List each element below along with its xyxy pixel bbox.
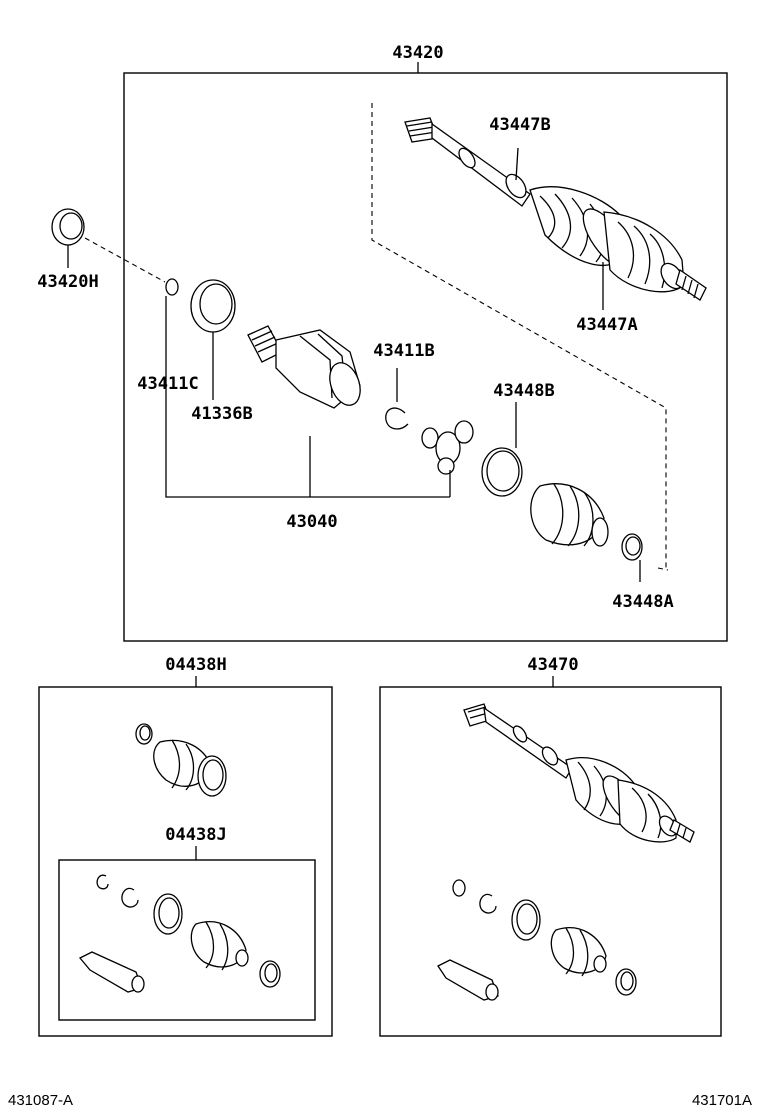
kit-43470-parts xyxy=(437,879,637,1001)
drive-shaft-upper xyxy=(404,117,707,301)
kit-frame-04438H xyxy=(38,686,333,1037)
label-43447A[interactable]: 43447A xyxy=(576,315,637,335)
kit-frame-04438J xyxy=(58,859,316,1021)
label-41336B[interactable]: 41336B xyxy=(191,404,252,424)
ring-41336B xyxy=(190,279,236,333)
label-43420H[interactable]: 43420H xyxy=(37,272,98,292)
label-04438J[interactable]: 04438J xyxy=(165,825,226,845)
assembly-frame-43420 xyxy=(123,72,728,642)
snap-ring-43411C xyxy=(165,278,179,296)
footer-left-code: 431087-A xyxy=(8,1092,73,1109)
inner-boot xyxy=(530,483,609,547)
boot-clamp-43448A xyxy=(621,533,643,561)
boot-clamp-43448B xyxy=(481,447,523,497)
assembly-dashed-outline xyxy=(371,103,667,570)
label-04438H[interactable]: 04438H xyxy=(165,655,226,675)
label-43447B[interactable]: 43447B xyxy=(489,115,550,135)
label-43448A[interactable]: 43448A xyxy=(612,592,673,612)
boot-kit-04438J-parts xyxy=(78,874,281,993)
drive-shaft-lower xyxy=(463,703,695,843)
boot-kit-04438H-parts xyxy=(135,723,227,797)
label-43420[interactable]: 43420 xyxy=(392,43,443,63)
snap-ring-43411B xyxy=(385,407,409,430)
hub-seal-43420H xyxy=(51,208,85,246)
label-43411B[interactable]: 43411B xyxy=(373,341,434,361)
assembly-frame-43470 xyxy=(379,686,722,1037)
tripod-joint xyxy=(421,420,474,475)
footer-right-code: 431701A xyxy=(692,1092,752,1109)
inboard-joint-housing xyxy=(247,325,361,409)
label-43040[interactable]: 43040 xyxy=(286,512,337,532)
label-43448B[interactable]: 43448B xyxy=(493,381,554,401)
label-43411C[interactable]: 43411C xyxy=(137,374,198,394)
label-43470[interactable]: 43470 xyxy=(527,655,578,675)
